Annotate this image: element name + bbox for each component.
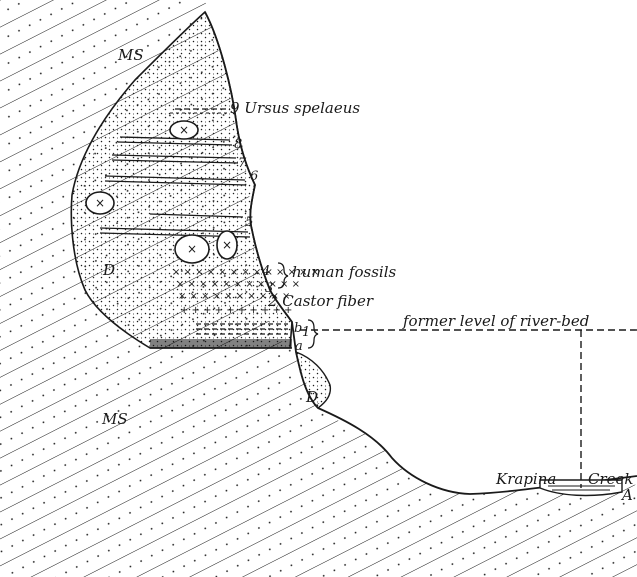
label-a-right: A bbox=[620, 486, 633, 504]
label-layer-5: 5 bbox=[245, 215, 253, 230]
svg-text:×: × bbox=[187, 242, 197, 256]
label-former-level: former level of river-bed bbox=[402, 312, 589, 330]
label-krapina: Krapina bbox=[495, 470, 556, 488]
label-human-fossils: human fossils bbox=[292, 263, 396, 281]
label-castor: 2 Castor fiber bbox=[267, 292, 374, 310]
label-ms-top: MS bbox=[117, 46, 144, 64]
svg-text:× × × × × × × × × × ×: × × × × × × × × × × × bbox=[176, 279, 300, 290]
svg-text:×: × bbox=[222, 238, 232, 252]
label-layer-7: 7 bbox=[238, 156, 247, 171]
label-d-cave: D bbox=[102, 261, 115, 279]
label-layer-4: 4 bbox=[261, 264, 270, 279]
label-ursus: 9 Ursus spelaeus bbox=[230, 99, 360, 117]
label-ms-bottom: MS bbox=[101, 410, 128, 428]
layer-a-gravel bbox=[150, 339, 292, 348]
svg-text:×: × bbox=[179, 123, 189, 137]
svg-text:×: × bbox=[95, 196, 105, 210]
label-layer-a: a bbox=[295, 339, 303, 354]
label-layer-1: 1 bbox=[302, 325, 310, 340]
label-d-lower: D bbox=[305, 388, 318, 406]
label-layer-8: 8 bbox=[234, 137, 242, 152]
label-layer-6: 6 bbox=[250, 169, 258, 184]
